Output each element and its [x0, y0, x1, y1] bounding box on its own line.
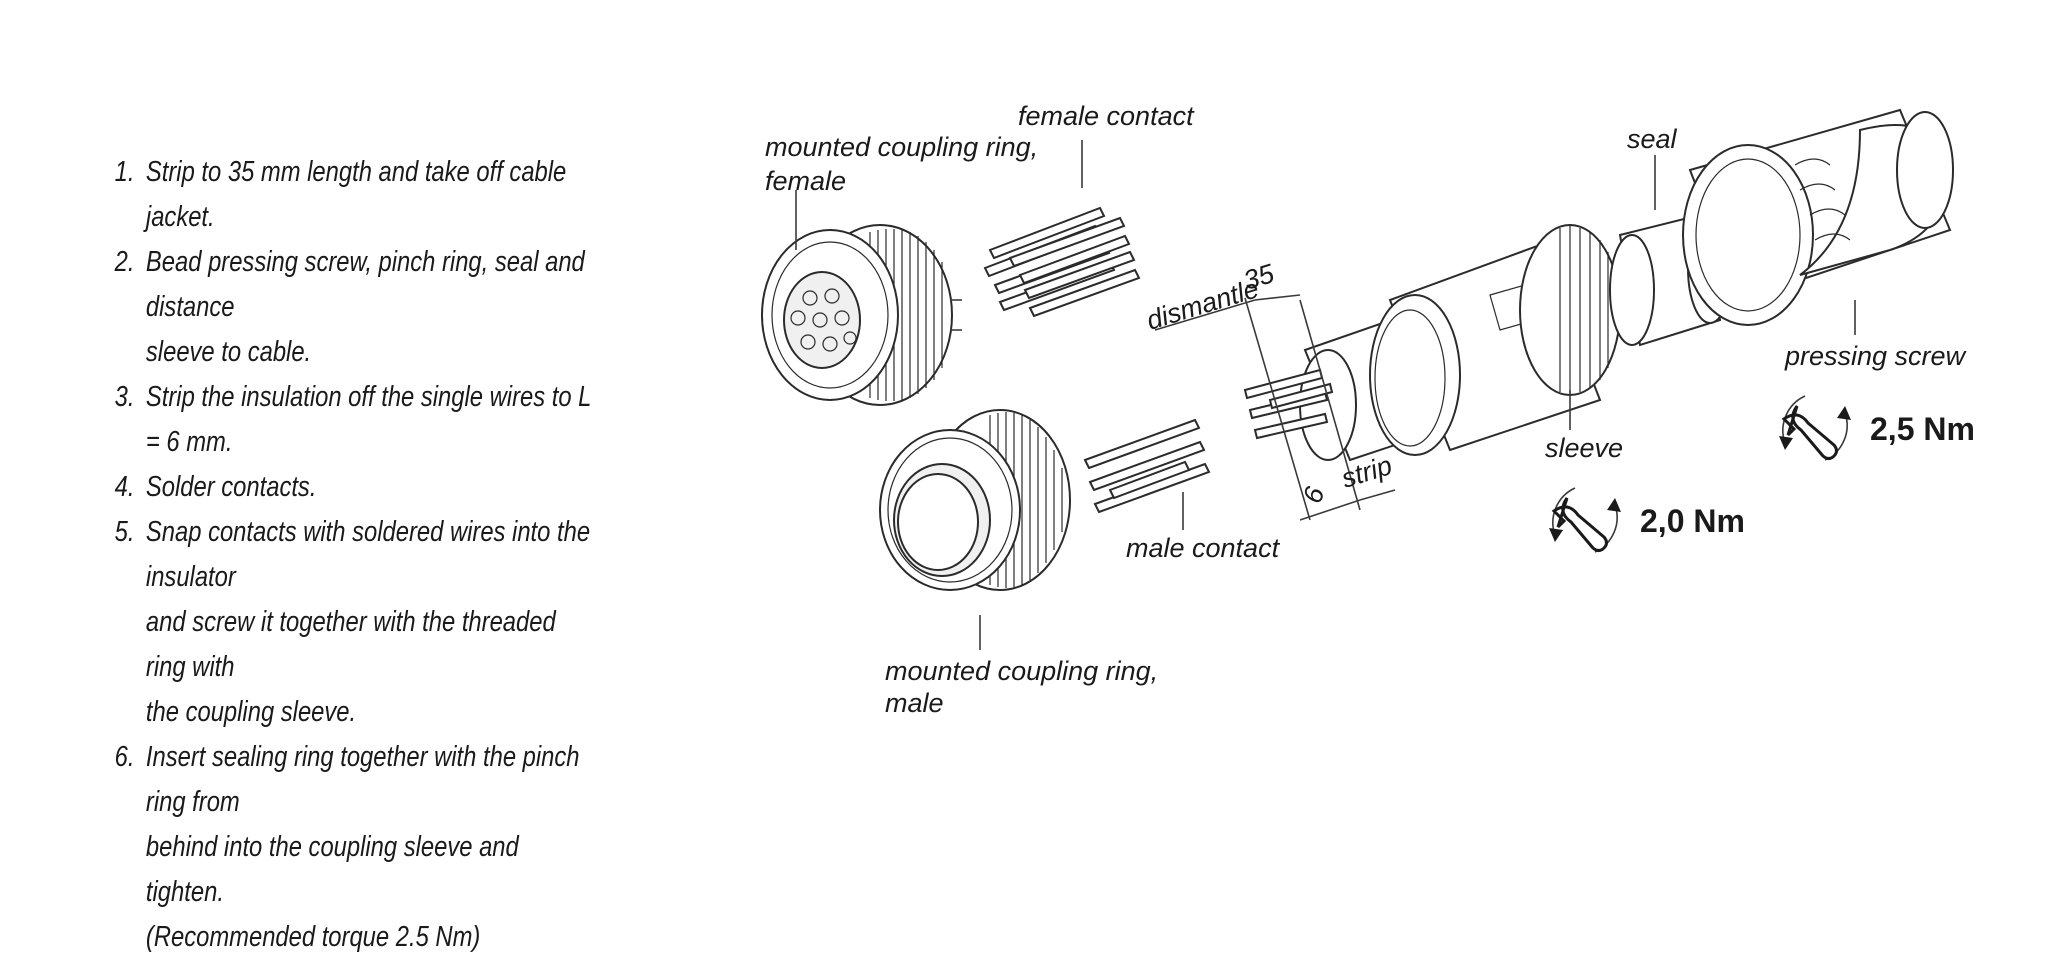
instruction-number: 5. [114, 516, 135, 548]
instruction-line: 5. Snap contacts with soldered wires into… [100, 510, 592, 600]
instruction-text: Bead pressing screw, pinch ring, seal an… [145, 246, 585, 323]
instruction-number: 3. [114, 381, 135, 413]
instruction-line: and screw it together with the threaded … [100, 600, 592, 690]
label-seal: seal [1627, 124, 1678, 154]
assembly-instructions: 1. Strip to 35 mm length and take off cab… [100, 150, 592, 960]
coupling-sleeve-body [1369, 224, 1621, 456]
instruction-line: (Recommended torque 2.5 Nm) [100, 915, 592, 960]
pressing-screw [1682, 108, 1954, 326]
instruction-number: 1. [114, 156, 135, 188]
instruction-text: (Recommended torque 2.5 Nm) [145, 921, 481, 953]
label-mounted-male-2: male [885, 688, 944, 718]
instruction-number [100, 915, 146, 960]
instruction-text: Strip the insulation off the single wire… [145, 381, 591, 458]
dimension-lines [1154, 294, 1396, 521]
instruction-number: 4. [114, 471, 135, 503]
wrench-rotate-icon [1549, 487, 1621, 553]
label-mounted-female-2: female [765, 166, 846, 196]
instruction-line: behind into the coupling sleeve and tigh… [100, 825, 592, 915]
instruction-number: 2. [114, 246, 135, 278]
label-mounted-male-1: mounted coupling ring, [885, 656, 1158, 686]
male-contact-pins [1083, 418, 1211, 514]
label-female-contact: female contact [1018, 101, 1195, 131]
instruction-text: Strip to 35 mm length and take off cable… [145, 156, 567, 233]
instruction-text: sleeve to cable. [145, 336, 312, 368]
torque-sleeve-value: 2,0 Nm [1640, 503, 1745, 539]
male-coupling-ring [879, 409, 1071, 591]
instruction-number: 6. [114, 741, 135, 773]
instruction-line: 6. Insert sealing ring together with the … [100, 735, 592, 825]
instruction-number [100, 825, 146, 915]
instruction-line: sleeve to cable. [100, 330, 592, 375]
torque-pressing-screw-value: 2,5 Nm [1870, 411, 1975, 447]
instruction-text: and screw it together with the threaded … [145, 606, 556, 683]
label-strip-value: 6 [1297, 482, 1330, 506]
instruction-line: the coupling sleeve. [100, 690, 592, 735]
label-pressing-screw: pressing screw [1784, 341, 1967, 371]
instruction-line: 1. Strip to 35 mm length and take off cab… [100, 150, 592, 240]
label-strip: strip [1338, 450, 1396, 494]
label-sleeve: sleeve [1545, 433, 1623, 463]
female-coupling-ring [761, 224, 962, 406]
label-male-contact: male contact [1126, 533, 1281, 563]
torque-sleeve: 2,0 Nm [1549, 487, 1745, 553]
leader-lines [795, 140, 1856, 650]
wrench-rotate-icon [1779, 395, 1851, 461]
female-contact-pins [983, 206, 1141, 318]
instruction-line: 3. Strip the insulation off the single wi… [100, 375, 592, 465]
label-mounted-female-1: mounted coupling ring, [765, 132, 1038, 162]
instruction-text: Solder contacts. [145, 471, 317, 503]
instruction-text: behind into the coupling sleeve and tigh… [145, 831, 519, 908]
instruction-text: the coupling sleeve. [145, 696, 357, 728]
instruction-text: Insert sealing ring together with the pi… [145, 741, 580, 818]
connector-exploded-diagram: mounted coupling ring, female female con… [761, 101, 1975, 718]
torque-pressing-screw: 2,5 Nm [1779, 395, 1975, 461]
instruction-text: Snap contacts with soldered wires into t… [145, 516, 591, 593]
instruction-line: 4. Solder contacts. [100, 465, 592, 510]
instruction-line: 2. Bead pressing screw, pinch ring, seal … [100, 240, 592, 330]
